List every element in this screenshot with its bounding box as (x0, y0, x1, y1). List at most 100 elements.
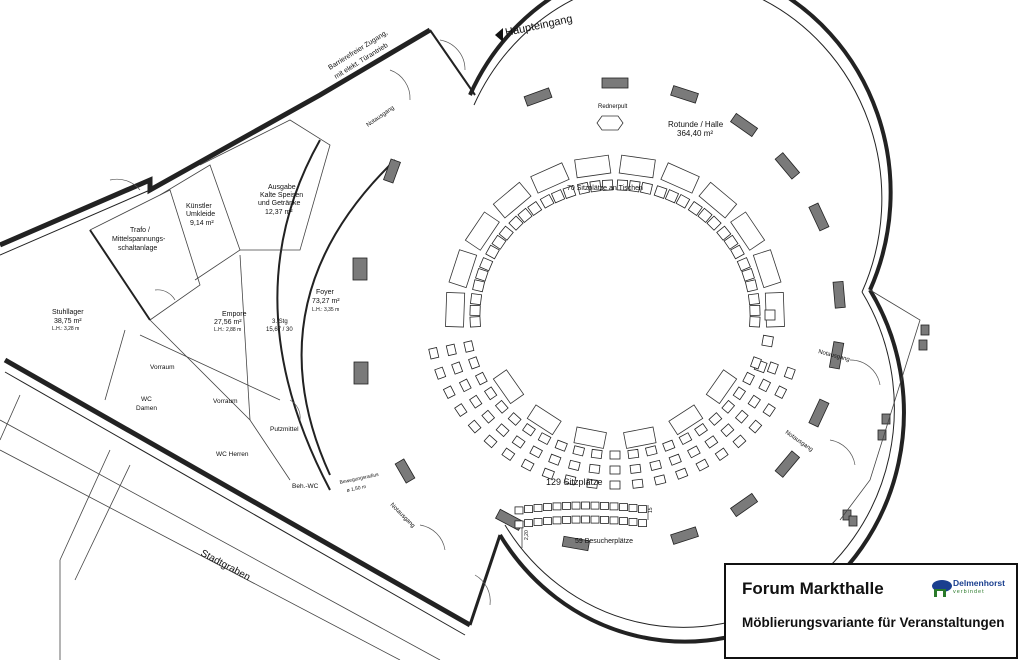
city-logo: Delmenhorst verbindet (931, 577, 1013, 607)
table (618, 154, 656, 179)
chair (664, 189, 680, 204)
table (574, 154, 612, 179)
chair (744, 279, 758, 293)
seat (537, 432, 552, 446)
chair (653, 185, 668, 199)
chair (527, 200, 543, 217)
seat (586, 478, 599, 489)
chair (736, 257, 751, 272)
catering-label-3: und Getränke (258, 200, 301, 207)
seat (520, 458, 535, 472)
seat (529, 445, 543, 459)
seat (481, 409, 496, 424)
bench-seat (571, 501, 581, 510)
chair (577, 181, 590, 195)
foyer-pillar (394, 458, 416, 484)
seat (609, 465, 621, 475)
doors (109, 39, 881, 606)
bench-seat (562, 501, 571, 510)
chair (761, 334, 774, 348)
chair (675, 193, 691, 209)
rotunda-pillar (561, 535, 591, 552)
visitor-seats-label: 59 Besucherplätze (575, 538, 633, 545)
seat (678, 432, 693, 446)
logo-text: Delmenhorst (953, 578, 1005, 588)
chair (508, 215, 524, 231)
foyer-pillar (353, 361, 369, 385)
table (526, 404, 562, 436)
seat (720, 423, 735, 438)
chair (741, 268, 755, 282)
chair (491, 234, 507, 250)
seat (554, 439, 568, 452)
wc-women-label: WC (141, 396, 152, 403)
seat (451, 361, 464, 375)
seat (742, 371, 756, 386)
bench-seat (638, 519, 647, 527)
seat (501, 447, 516, 461)
chair (764, 309, 776, 321)
seat (590, 448, 603, 459)
chair (475, 268, 489, 282)
storage-height: L.H.: 3,28 m (52, 326, 79, 332)
foyer-curved-wall (300, 159, 396, 476)
chair (687, 200, 703, 217)
chair (716, 225, 732, 241)
chair (485, 244, 500, 260)
lectern-shape (596, 115, 624, 131)
seat (463, 340, 475, 353)
table (492, 181, 532, 219)
bench-seat (543, 503, 552, 512)
catering-label-2: Kalte Speisen (260, 192, 303, 199)
seat (563, 474, 577, 486)
bench-seat (533, 504, 543, 512)
chair (616, 179, 629, 191)
chair (589, 180, 602, 193)
bench-seat (590, 501, 600, 510)
cleaning-label: Putzmittel (270, 426, 299, 433)
arrow-icon (495, 28, 503, 42)
seats-label: 129 Sitzplätze (546, 477, 603, 487)
rotunda-pillar (774, 152, 801, 180)
rotunda-area: 364,40 m² (677, 129, 713, 138)
empore-height: L.H.: 2,88 m (214, 327, 241, 333)
building-walls (0, 27, 502, 636)
seat (694, 422, 708, 437)
seat (522, 422, 536, 437)
seat (766, 361, 779, 375)
seat (644, 445, 658, 457)
project-subtitle: Möblierungsvariante für Veranstaltungen (742, 615, 1005, 630)
chair (706, 215, 722, 231)
rotunda-pillar (729, 112, 759, 138)
seat (507, 412, 522, 426)
lectern-label: Rednerpult (598, 104, 628, 110)
table (530, 162, 570, 194)
emergency-exit-label: Notausgang (366, 105, 396, 128)
seat-rows (428, 340, 796, 529)
table (730, 211, 766, 251)
storage-label: Stuhllager (52, 309, 84, 316)
main-entrance-label: Haupteingang (504, 13, 574, 39)
table (445, 292, 466, 328)
bench-seat (600, 516, 609, 524)
foyer-pillar (352, 257, 368, 281)
accessible-wc-label: Beh.-WC (292, 483, 319, 490)
seat (732, 434, 747, 449)
seat (568, 459, 581, 471)
seat (732, 386, 747, 401)
table (448, 249, 478, 289)
seat (495, 423, 510, 438)
chair (472, 279, 486, 293)
bench-seat (628, 518, 638, 526)
dimension-side: 15 (648, 507, 654, 513)
seat (428, 346, 440, 360)
stairs-label: 3. Stg (272, 319, 288, 325)
title-block: Forum Markthalle Delmenhorst verbindet M… (724, 563, 1018, 659)
empore-area: 27,56 m² (214, 319, 242, 326)
table (623, 426, 657, 449)
turning-radius-label: Bewegungsradius (339, 472, 380, 486)
bench-seat (619, 503, 628, 512)
trafo-label: Trafo / (130, 227, 150, 234)
bench-seat (638, 505, 647, 514)
